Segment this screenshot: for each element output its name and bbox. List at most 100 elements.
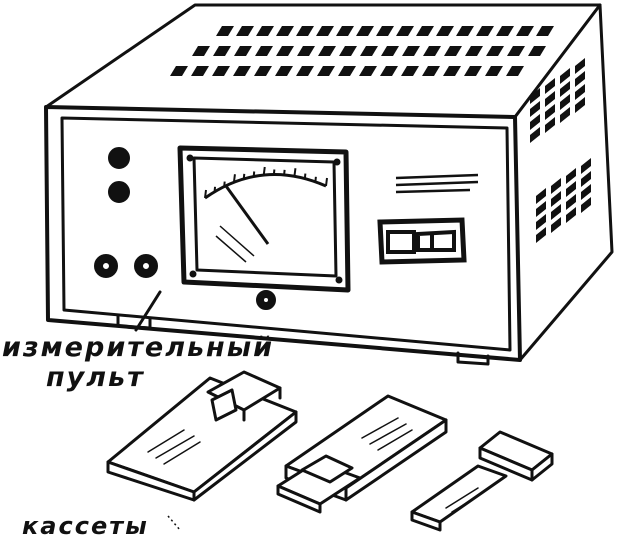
terminal-socket-left[interactable] (95, 255, 117, 277)
vent-slot (316, 26, 334, 36)
analog-meter (180, 148, 348, 290)
meter-tick (315, 177, 316, 182)
vent-slot (443, 66, 461, 76)
vent-slot (356, 26, 374, 36)
vent-slot (476, 26, 494, 36)
vent-slot (233, 66, 251, 76)
vent-slot (464, 66, 482, 76)
console-callout-line (136, 292, 160, 330)
cassette-1[interactable] (108, 372, 296, 500)
meter-screw (190, 271, 196, 277)
vent-slot (360, 46, 378, 56)
console-foot-right (458, 353, 488, 364)
vent-slot (575, 84, 585, 100)
side-ventilation-slots (530, 58, 591, 243)
meter-needle (226, 186, 268, 244)
vent-slot (422, 66, 440, 76)
console-foot-left (118, 316, 150, 328)
indicator-lamp-1[interactable] (109, 148, 129, 168)
vent-slot (530, 88, 540, 104)
vent-slot (566, 194, 576, 210)
vent-slot (456, 26, 474, 36)
vent-slot (560, 81, 570, 97)
cassette-3[interactable] (412, 432, 552, 530)
meter-tick (284, 170, 285, 175)
meter-bezel (180, 148, 348, 290)
vent-slot (536, 188, 546, 204)
vent-slot (381, 46, 399, 56)
meter-screw (334, 159, 340, 165)
cassette-2[interactable] (278, 396, 446, 512)
vent-slot (296, 26, 314, 36)
vent-slot (401, 66, 419, 76)
console-caption-line1: измерительный (2, 332, 275, 363)
vent-slot (338, 66, 356, 76)
meter-glare (220, 226, 254, 256)
vent-slot (560, 94, 570, 110)
meter-tick (254, 171, 255, 176)
vent-slot (575, 71, 585, 87)
console-caption-line2: пульт (46, 362, 145, 393)
meter-tick (224, 182, 225, 187)
vent-slot (551, 178, 561, 194)
measuring-console (46, 5, 612, 364)
terminal-socket-right[interactable] (135, 255, 157, 277)
indicator-lamp-2[interactable] (109, 182, 129, 202)
vent-slot (192, 46, 210, 56)
vent-slot (380, 66, 398, 76)
vent-slot (485, 66, 503, 76)
vent-slot (465, 46, 483, 56)
vent-slot (170, 66, 188, 76)
vent-slot (575, 97, 585, 113)
vent-slot (416, 26, 434, 36)
vent-slot (581, 197, 591, 213)
vent-slot (536, 201, 546, 217)
power-switch-area (380, 175, 478, 262)
vent-slot (317, 66, 335, 76)
vent-slot (296, 66, 314, 76)
vent-slot (528, 46, 546, 56)
cassettes (108, 372, 552, 530)
vent-slot (507, 46, 525, 56)
vent-slot (402, 46, 420, 56)
meter-screw (336, 277, 342, 283)
vent-slot (536, 227, 546, 243)
console-front-face (46, 107, 520, 360)
vent-slot (191, 66, 209, 76)
vent-slot (581, 171, 591, 187)
cassettes-caption: кассеты (22, 512, 149, 540)
vent-slot (212, 66, 230, 76)
vent-slot (566, 181, 576, 197)
vent-slot (436, 26, 454, 36)
meter-tick (326, 178, 327, 186)
meter-scale-ticks (205, 167, 327, 198)
vent-slot (560, 107, 570, 123)
vent-slot (545, 91, 555, 107)
vent-slot (530, 114, 540, 130)
meter-tick (234, 174, 235, 182)
vent-slot (339, 46, 357, 56)
vent-slot (516, 26, 534, 36)
vent-slot (444, 46, 462, 56)
meter-tick (205, 190, 206, 198)
vent-slot (530, 127, 540, 143)
vent-slot (566, 207, 576, 223)
vent-slot (581, 158, 591, 174)
cassettes-callout-line (168, 516, 180, 530)
meter-tick (294, 168, 295, 176)
vent-slot (423, 46, 441, 56)
vent-slot (396, 26, 414, 36)
adjust-knob[interactable] (257, 291, 275, 309)
meter-screw (187, 155, 193, 161)
vent-slot (236, 26, 254, 36)
vent-slot (276, 26, 294, 36)
vent-slot (213, 46, 231, 56)
vent-slot (486, 46, 504, 56)
vent-slot (255, 46, 273, 56)
vent-slot (496, 26, 514, 36)
vent-slot (275, 66, 293, 76)
console-top-face (46, 5, 600, 117)
power-switch[interactable] (388, 232, 454, 252)
vent-slot (256, 26, 274, 36)
vent-slot (297, 46, 315, 56)
